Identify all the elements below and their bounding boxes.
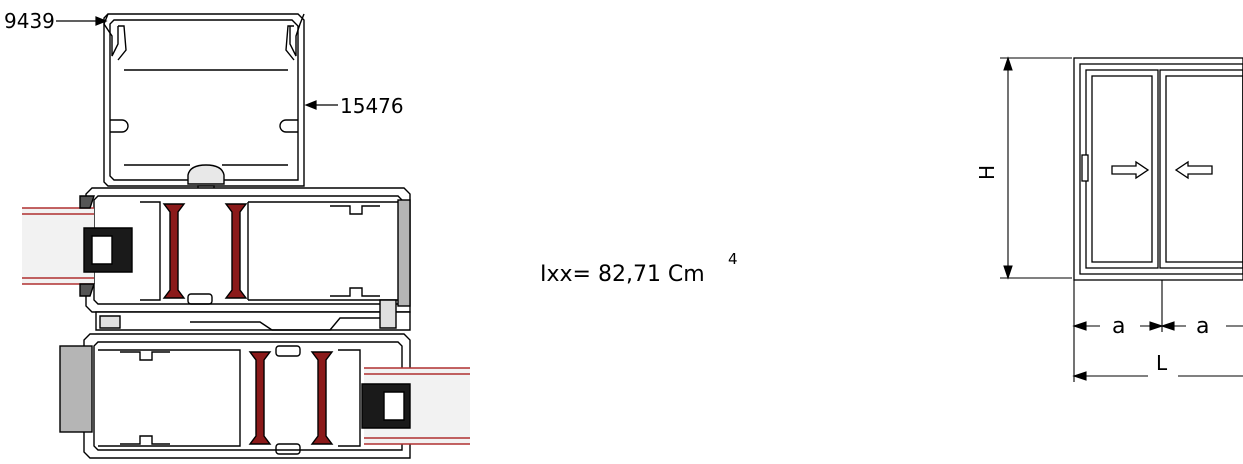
slide-left-arrow (1174, 160, 1213, 180)
glass-lower-right (361, 367, 470, 445)
dimension-a-right-label: a (1196, 314, 1209, 339)
profile-cross-section (22, 13, 470, 459)
cap-profile (103, 13, 305, 187)
ixx-formula: Ixx= 82,71 Cm (540, 262, 705, 287)
window-elevation (1073, 57, 1243, 281)
label-9439: 9439 (4, 9, 55, 33)
lower-sash (59, 333, 411, 459)
label-15476: 15476 (340, 94, 404, 118)
slide-right-arrow (1111, 160, 1150, 180)
clip-profile (103, 13, 305, 57)
glass-upper-left (22, 195, 133, 297)
interlock (95, 299, 411, 331)
dimension-h-label: H (975, 165, 999, 180)
dimension-l-label: L (1156, 351, 1168, 375)
upper-sash (85, 187, 411, 313)
profile-leaders (56, 16, 338, 110)
reinforcement-lower (248, 351, 334, 445)
dimension-a-left-label: a (1112, 314, 1125, 339)
ixx-exponent: 4 (728, 250, 738, 268)
reinforcement-upper (162, 203, 248, 299)
